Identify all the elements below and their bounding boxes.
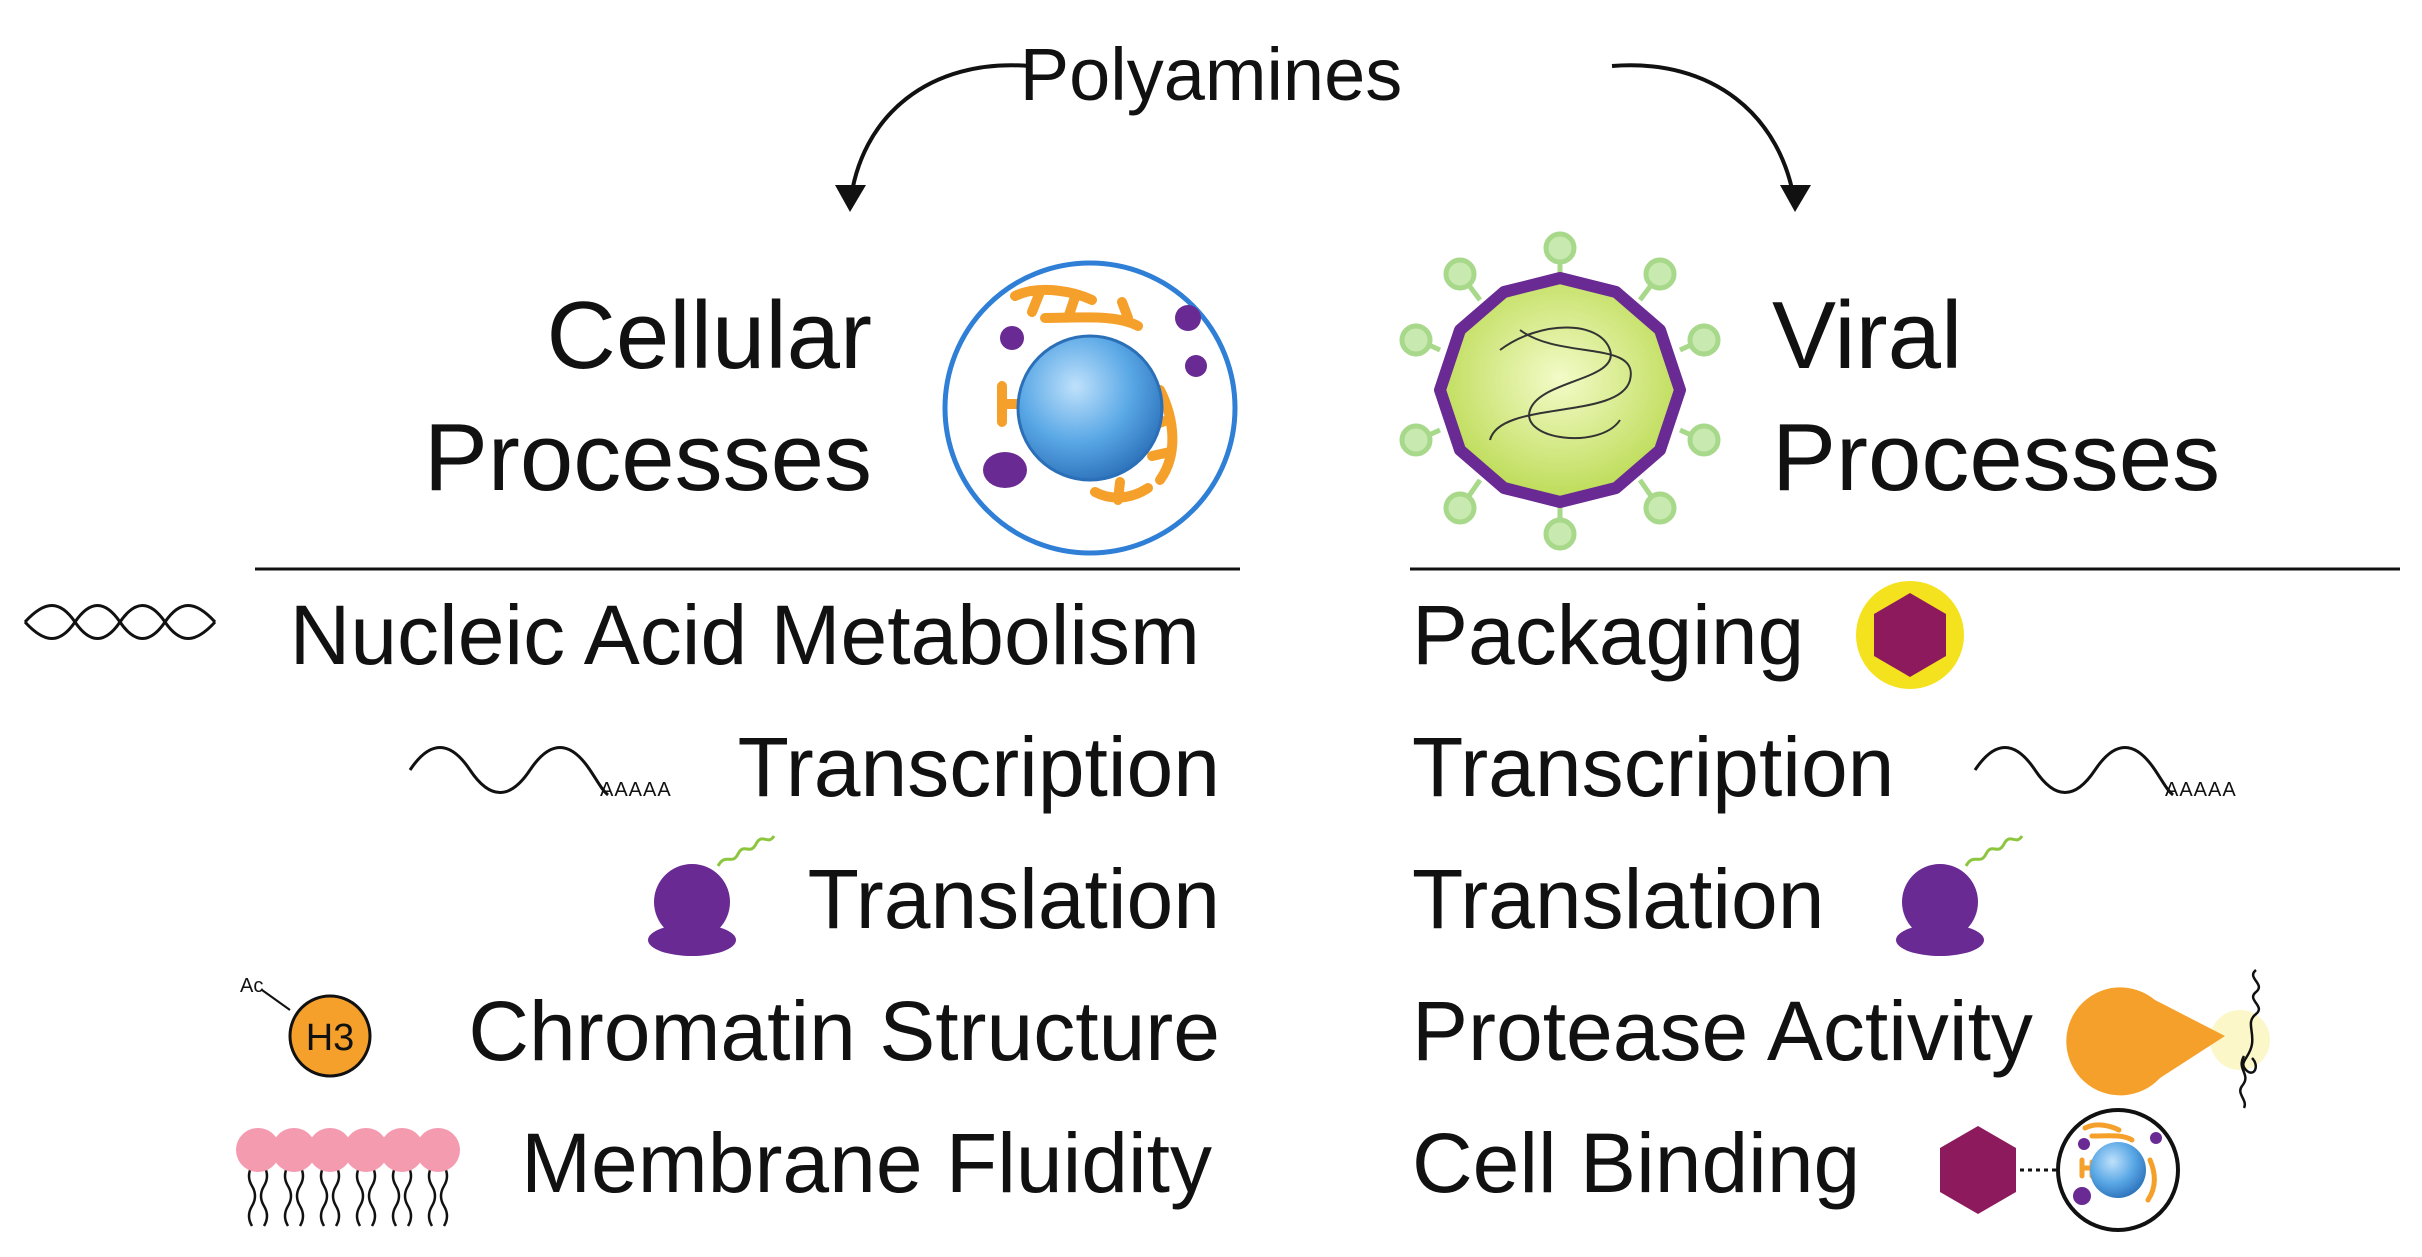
arrow-to-cellular	[848, 63, 1031, 206]
cellular-heading-line1: Cellular	[547, 282, 872, 389]
ribosome-icon	[648, 835, 776, 956]
eukaryotic-cell-icon	[942, 260, 1238, 556]
right-item-translation: Translation	[1412, 852, 1824, 946]
left-item-translation: Translation	[808, 852, 1220, 946]
capsid-icon	[1856, 581, 1964, 689]
dna-helix-icon	[23, 604, 217, 640]
cellular-heading-line2: Processes	[424, 404, 872, 511]
right-item-protease-activity: Protease Activity	[1412, 984, 2033, 1078]
histone-icon: Ac H3	[240, 975, 372, 1078]
histone-label: H3	[306, 1017, 355, 1059]
ribosome-icon	[1896, 835, 2024, 956]
diagram-title: Polyamines	[1020, 33, 1403, 116]
arrow-to-viral	[1611, 63, 1797, 206]
virion-icon	[1399, 231, 1721, 551]
poly-a-tail: AAAAA	[2165, 779, 2237, 801]
left-item-chromatin-structure: Chromatin Structure	[468, 984, 1220, 1078]
arrow-to-viral-head	[1780, 185, 1811, 212]
right-item-cell-binding: Cell Binding	[1412, 1116, 1860, 1210]
right-item-transcription: Transcription	[1412, 720, 1894, 814]
mrna-icon: AAAAA	[1973, 746, 2237, 801]
poly-a-tail: AAAAA	[600, 779, 672, 801]
viral-heading-line2: Processes	[1772, 404, 2220, 511]
capsid-binding-cell-icon	[1940, 1108, 2180, 1232]
lipid-bilayer-icon	[236, 1128, 460, 1227]
left-item-nucleic-acid-metabolism: Nucleic Acid Metabolism	[290, 588, 1200, 682]
mrna-icon: AAAAA	[408, 746, 672, 801]
arrow-to-cellular-head	[835, 185, 866, 212]
protease-icon	[2066, 969, 2270, 1109]
left-item-transcription: Transcription	[738, 720, 1220, 814]
left-item-membrane-fluidity: Membrane Fluidity	[521, 1116, 1212, 1210]
right-item-packaging: Packaging	[1412, 588, 1804, 682]
acetyl-label: Ac	[240, 975, 263, 997]
viral-heading-line1: Viral	[1772, 282, 1962, 389]
